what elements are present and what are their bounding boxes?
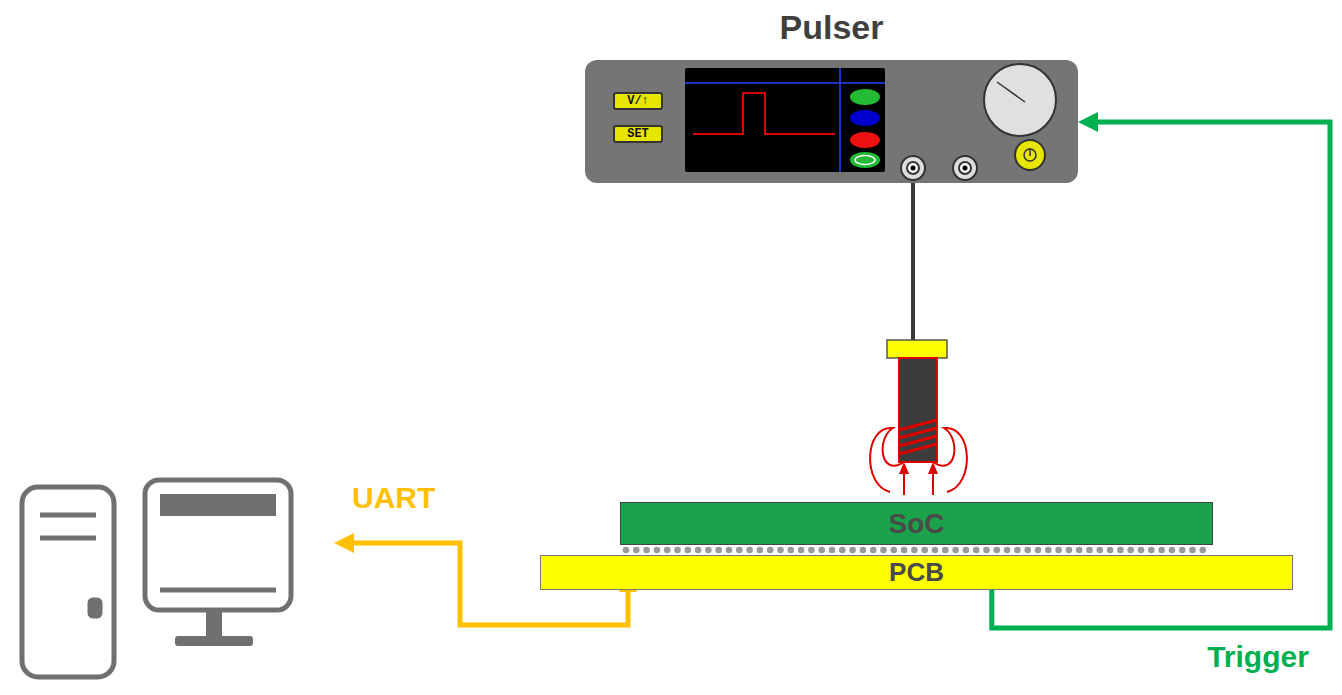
pcb-board: PCB	[540, 555, 1293, 590]
device-title: Pulser	[585, 8, 1078, 47]
signal-name: UART	[352, 481, 435, 515]
em-probe	[870, 340, 967, 495]
probe-cable	[911, 170, 915, 342]
button: V/↑	[613, 92, 663, 110]
trigger-wire	[992, 112, 1330, 628]
computer-icon	[22, 480, 291, 677]
signal-name: Trigger	[1207, 640, 1309, 674]
solder-balls	[623, 547, 1206, 554]
button-label: V/↑	[627, 94, 649, 108]
button: SET	[613, 125, 663, 143]
part-name: SoC	[889, 508, 945, 540]
part-name: PCB	[889, 557, 944, 588]
pulser-panel	[585, 60, 1078, 183]
button-label: SET	[627, 127, 649, 141]
soc-chip: SoC	[620, 502, 1213, 545]
pulser-device: PulserV/↑SET	[585, 60, 1078, 183]
